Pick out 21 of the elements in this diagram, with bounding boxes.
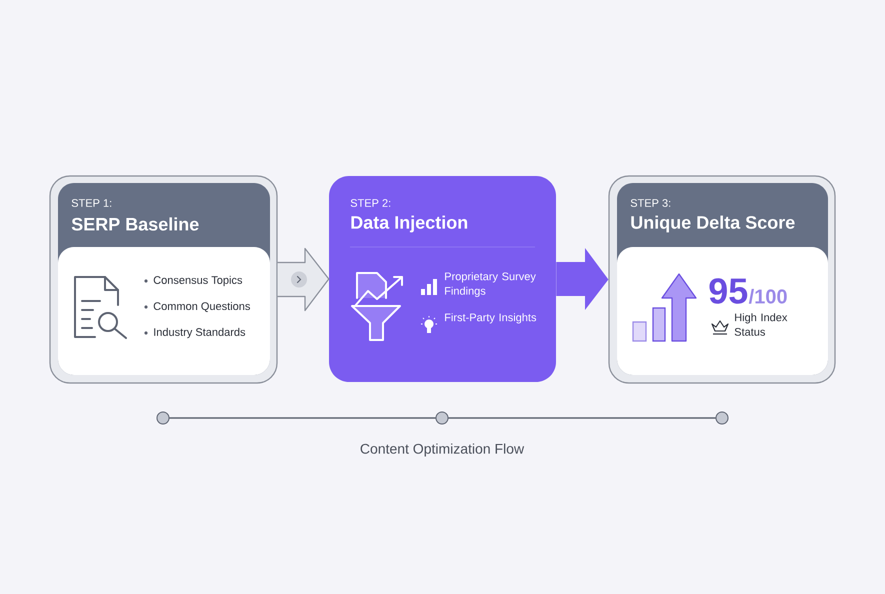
step-card: [608, 175, 836, 384]
feature-text: First-Party Insights: [445, 313, 536, 324]
card-title: SERP Baseline: [72, 217, 199, 231]
feature-text: Proprietary Survey Findings: [445, 272, 536, 297]
step-card: [329, 176, 556, 382]
bullet-item: Consensus Topics: [144, 276, 242, 286]
step-label: STEP 2:: [350, 199, 390, 207]
timeline-line: [448, 417, 716, 419]
bullet-item: Common Questions: [144, 302, 250, 312]
bullet-item: Industry Standards: [144, 328, 246, 338]
step-label: STEP 3:: [630, 199, 670, 207]
timeline-line: [170, 417, 436, 419]
step-card: [49, 175, 278, 384]
score-total: /100: [748, 288, 787, 304]
status-text: High Index Status: [734, 313, 788, 336]
card-title: Unique Delta Score: [631, 216, 795, 232]
arrow: [556, 248, 608, 310]
flow-caption: Content Optimization Flow: [360, 443, 524, 457]
step-label: STEP 1:: [72, 199, 112, 207]
card-title: Data Injection: [351, 216, 468, 232]
score-value: 95: [709, 278, 748, 304]
